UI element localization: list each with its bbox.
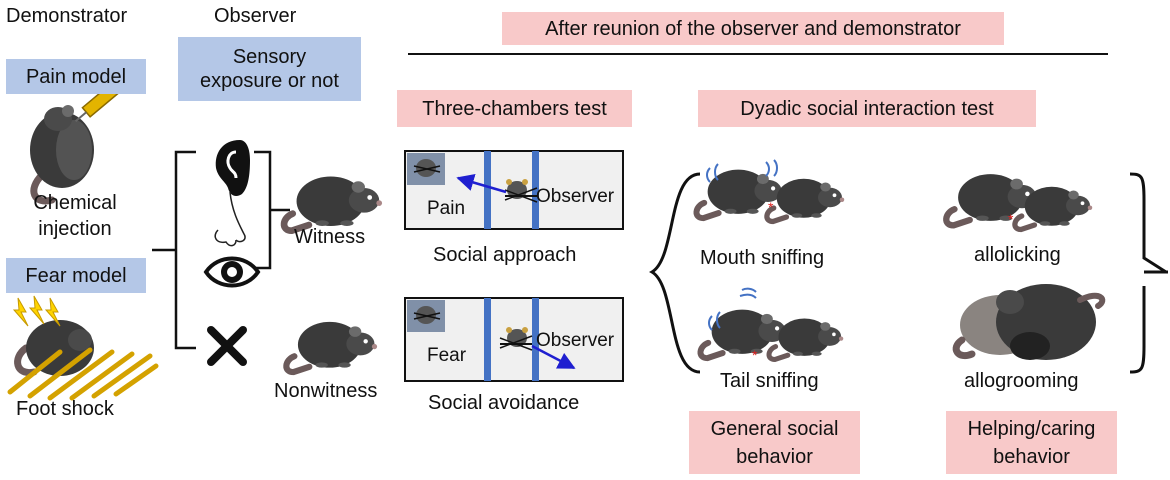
sense-bracket [254,150,272,270]
pain-chamber-label: Pain [427,198,466,219]
pain-model-label: Pain model [6,59,146,94]
witness-mouse [284,177,382,231]
allolicking-label: allolicking [974,244,1061,266]
allolicking-pair: * [946,174,1092,229]
dyadic-test-label: Dyadic social interaction test [698,90,1036,127]
nose-icon [214,191,246,247]
helping-caring-text: Helping/caring behavior [967,417,1096,468]
helping-caring-label: Helping/caring behavior [946,411,1117,474]
allogrooming-label: allogrooming [964,370,1079,392]
svg-text:*: * [1008,211,1014,227]
observer-heading: Observer [214,5,297,27]
tail-sniffing-pair: * [700,287,843,363]
observer-mouse-small [506,179,528,199]
pain-model-mouse [30,105,94,205]
eye-icon [203,256,261,288]
behavior-bracket-right [1129,172,1167,374]
chemical-injection-label: Chemical injection [10,190,140,242]
mouth-sniffing-pair: * [696,159,844,222]
chamber-approach [404,150,624,230]
general-social-text: General social behavior [710,417,839,468]
sensory-exposure-label: Sensory exposure or not [178,37,361,101]
svg-text:*: * [768,199,774,215]
fear-model-mouse [14,320,94,377]
cross-icon [207,326,247,366]
witness-label: Witness [294,226,366,248]
observer-tag-approach: Observer [536,186,615,207]
three-chambers-label: Three-chambers test [397,90,632,127]
shock-grid [7,347,159,401]
general-social-label: General social behavior [689,411,860,474]
observer-tag-avoidance: Observer [536,330,615,351]
behavior-brace-left [649,172,701,374]
nonwitness-label: Nonwitness [274,380,378,402]
chamber-avoidance [404,297,624,382]
lightning-icon [12,295,61,327]
foot-shock-label: Foot shock [16,398,114,420]
nonwitness-mouse [286,322,377,372]
svg-text:*: * [752,347,758,363]
fear-chamber-label: Fear [427,345,467,366]
demonstrator-heading: Demonstrator [6,5,128,27]
fear-model-label: Fear model [6,258,146,293]
tail-sniffing-label: Tail sniffing [720,370,819,392]
social-approach-label: Social approach [433,244,577,266]
mouth-sniffing-label: Mouth sniffing [700,247,825,269]
observer-bracket [174,150,196,350]
chemical-injection-text: Chemical injection [33,192,117,240]
allogrooming-pair [952,284,1106,360]
sensory-exposure-text: Sensory exposure or not [200,46,339,92]
after-reunion-label: After reunion of the observer and demons… [502,12,1004,45]
ear-icon [215,140,250,196]
demonstrator-mouse-small [413,159,441,177]
social-avoidance-label: Social avoidance [428,392,580,414]
